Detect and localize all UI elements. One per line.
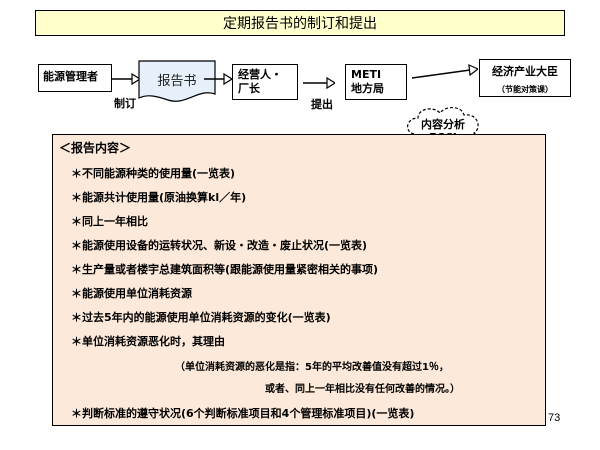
- content-item: ＊能源使用单位消耗资源: [71, 287, 192, 300]
- page-number: 73: [548, 412, 561, 424]
- content-heading: ＜报告内容＞: [59, 141, 132, 155]
- meti-line2: 地方局: [351, 82, 384, 95]
- report-content-box: ＜报告内容＞ ＊不同能源种类的使用量(一览表) ＊能源共计使用量(原油换算kl／…: [52, 134, 546, 426]
- content-item: ＊能源使用设备的运转状况、新设・改造・废止状况(一览表): [71, 239, 368, 252]
- arrow-to-business: [204, 72, 232, 86]
- content-item: ＊生产量或者楼宇总建筑面积等(跟能源使用量紧密相关的事项): [71, 263, 379, 276]
- content-note-line1: （单位消耗资源的恶化是指：5年的平均改善值没有超过1％，: [175, 362, 449, 373]
- ministry-sub-label: （节能对策课）: [497, 85, 553, 94]
- business-owner-line1: 经营人・: [238, 68, 282, 81]
- report-document: 报告书: [138, 60, 216, 104]
- content-item: ＊单位消耗资源恶化时，其理由: [71, 335, 225, 348]
- page-title: 定期报告书的制订和提出: [35, 10, 565, 36]
- arrow-to-meti: [303, 76, 335, 90]
- business-owner-box: 经营人・ 厂长: [232, 64, 298, 100]
- arrow-to-ministry: [412, 64, 478, 79]
- business-owner-line2: 厂长: [238, 82, 260, 95]
- content-item: ＊过去5年内的能源使用单位消耗资源的变化(一览表): [71, 311, 331, 324]
- energy-manager-box: 能源管理者: [38, 64, 112, 92]
- content-item: ＊能源共计使用量(原油换算kl／年): [71, 191, 247, 204]
- submit-label: 提出: [311, 98, 333, 111]
- content-item-last: ＊判断标准的遵守状况(6个判断标准项目和4个管理标准项目)(一览表): [71, 407, 415, 420]
- meti-box: METI 地方局: [345, 64, 407, 100]
- energy-manager-label: 能源管理者: [43, 70, 98, 83]
- arrow-to-report: [112, 72, 140, 86]
- ministry-box: 经济产业大臣 （节能对策课）: [479, 59, 571, 97]
- report-label: 报告书: [157, 74, 197, 89]
- content-item: ＊不同能源种类的使用量(一览表): [71, 167, 236, 180]
- report-document-shape: [138, 60, 216, 102]
- content-item: ＊同上一年相比: [71, 215, 148, 228]
- make-label: 制订: [114, 97, 136, 110]
- page-title-text: 定期报告书的制订和提出: [223, 16, 377, 32]
- analysis-line1: 内容分析: [421, 118, 465, 131]
- content-note-line2: 或者、同上一年相比没有任何改善的情况。）: [265, 384, 460, 395]
- meti-line1: METI: [351, 68, 382, 81]
- ministry-label: 经济产业大臣: [492, 65, 558, 78]
